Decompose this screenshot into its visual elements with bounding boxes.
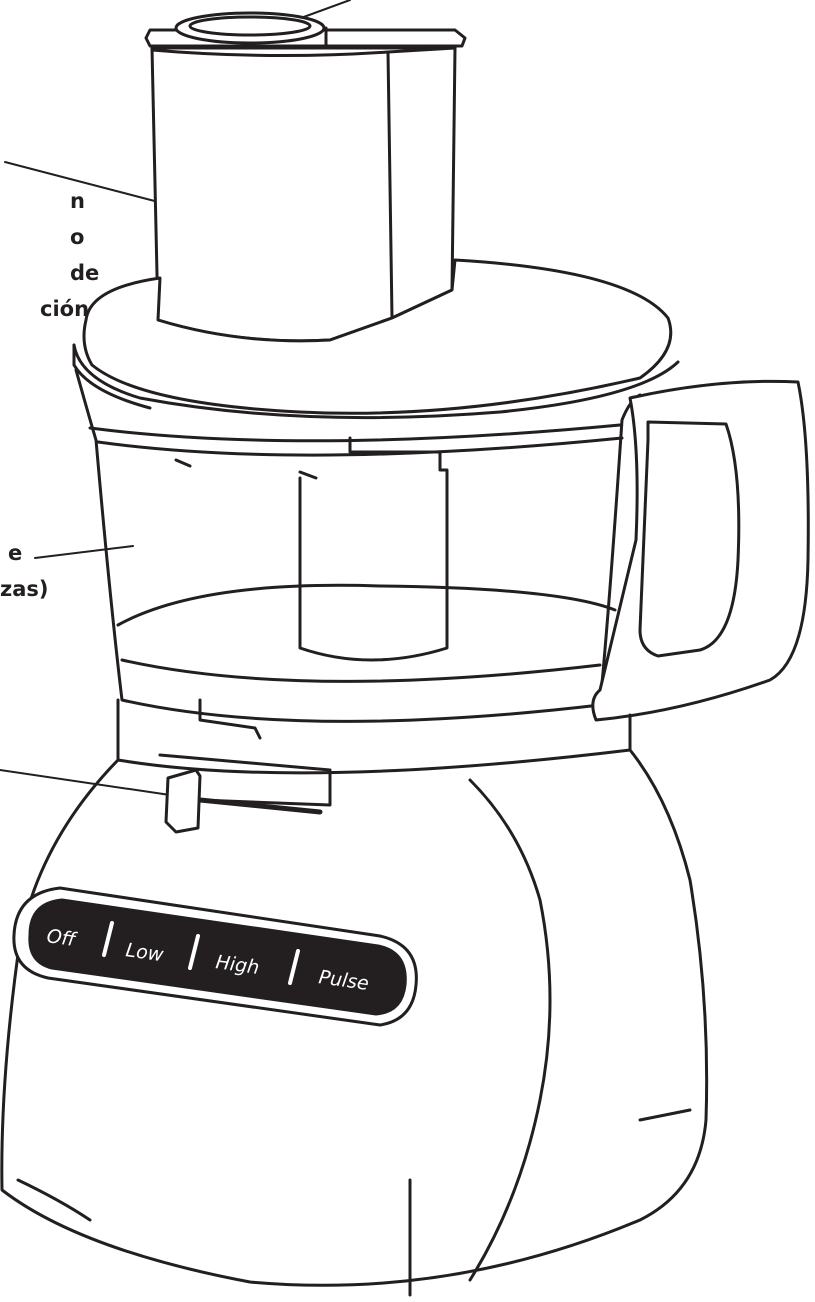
leader-line-bowl [34, 545, 134, 559]
base-collar [116, 698, 632, 834]
callout-feed-line-4: ción [40, 297, 90, 321]
leader-line-lever [0, 769, 171, 796]
feed-tube-cap [144, 11, 467, 48]
callout-feed-line-2: o [70, 225, 85, 249]
control-panel: Off Low High Pulse [12, 886, 418, 1027]
callout-feed-line-1: n [70, 189, 85, 213]
lever [164, 768, 202, 834]
callout-bowl-line-1: e [8, 541, 23, 565]
button-low-label[interactable]: Low [124, 939, 165, 966]
lid [72, 258, 680, 420]
button-off-label[interactable]: Off [45, 925, 79, 951]
work-bowl [74, 368, 642, 740]
callout-work-bowl: e zas) [0, 535, 49, 607]
callout-feed-line-3: de [70, 261, 100, 285]
callout-feed-tube: n o de ción [0, 183, 99, 327]
base [0, 748, 709, 1297]
leader-line-feed-tube [4, 161, 171, 206]
feed-tube [150, 46, 457, 343]
callout-bowl-line-2: zas) [0, 577, 49, 601]
bowl-handle [591, 379, 810, 722]
